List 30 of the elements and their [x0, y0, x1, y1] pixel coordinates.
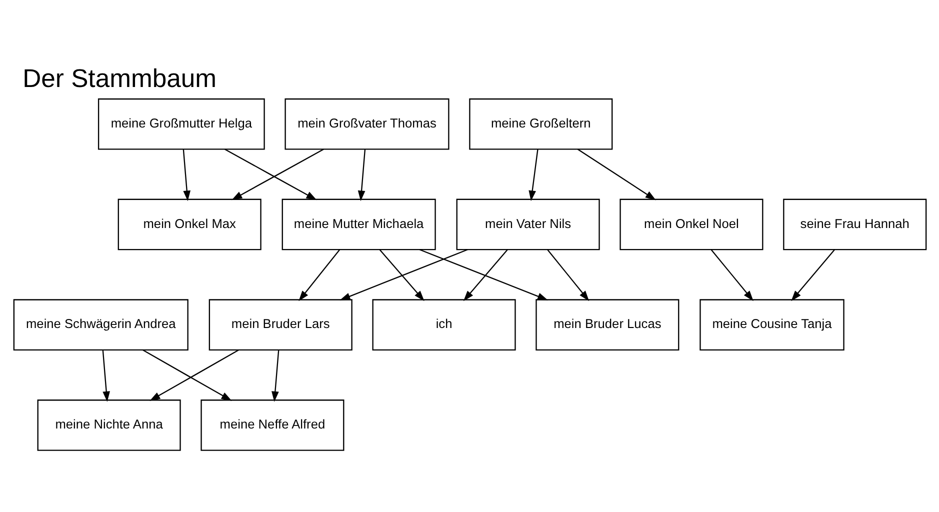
node-box: meine Schwägerin Andrea: [12, 299, 188, 351]
arrow: [271, 350, 279, 402]
arrow: [710, 250, 753, 302]
node-box: mein Onkel Max: [117, 198, 261, 250]
arrow: [462, 250, 508, 302]
node-box: mein Bruder Lars: [208, 299, 352, 351]
arrow: [102, 350, 110, 402]
arrow: [528, 149, 538, 202]
node-box: meine Großeltern: [468, 98, 612, 150]
arrow: [378, 250, 424, 302]
node-box: meine Neffe Alfred: [200, 400, 344, 451]
node-box: mein Onkel Noel: [619, 198, 763, 250]
node-box: meine Nichte Anna: [36, 400, 180, 451]
node-box: meine Großmutter Helga: [97, 98, 264, 150]
node-box: mein Großvater Thomas: [284, 98, 449, 150]
arrow: [546, 250, 589, 302]
arrow: [418, 249, 548, 300]
node-box: ich: [372, 299, 516, 351]
node-box: mein Bruder Lucas: [535, 299, 679, 351]
arrow: [182, 149, 190, 202]
node-box: mein Vater Nils: [456, 198, 600, 250]
arrow: [357, 149, 366, 202]
arrow: [576, 148, 656, 200]
node-box: meine Mutter Michaela: [281, 198, 436, 250]
arrow: [339, 249, 468, 300]
diagram-title: Der Stammbaum: [22, 64, 216, 93]
node-box: meine Cousine Tanja: [699, 299, 844, 351]
arrow: [790, 250, 834, 302]
node-box: seine Frau Hannah: [782, 198, 926, 250]
arrow: [298, 250, 340, 302]
